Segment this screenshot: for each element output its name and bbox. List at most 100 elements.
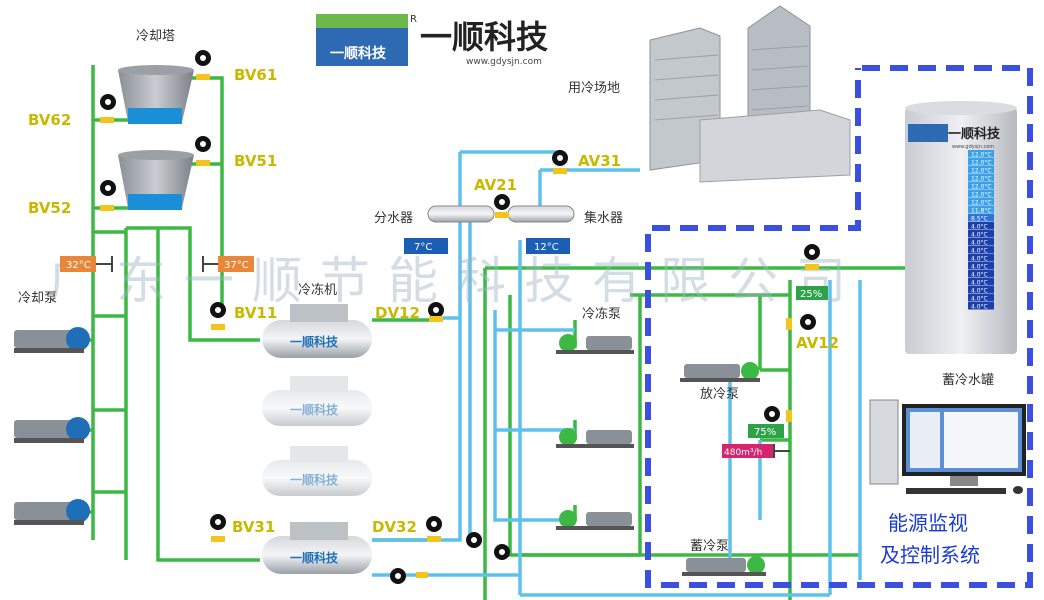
svg-text:www.gdysjn.com: www.gdysjn.com: [952, 144, 994, 150]
tank-layer: [968, 238, 994, 246]
valve-dv32-label: DV32: [372, 518, 417, 536]
brand-url: www.gdysjn.com: [466, 57, 542, 67]
svg-text:480m³/h: 480m³/h: [724, 448, 762, 458]
tank-layer: [968, 150, 994, 158]
collector-label: 集水器: [584, 210, 623, 226]
chiller-3: 一顺科技: [262, 446, 372, 496]
tank-layer: [968, 286, 994, 294]
return-temp-tag: 12°C: [526, 238, 570, 254]
tank-layer: [968, 166, 994, 174]
cooling-pump-1: [14, 327, 90, 353]
svg-text:7°C: 7°C: [414, 242, 432, 253]
logo-mark: 一顺科技: [330, 45, 387, 62]
storage-pump-label: 蓄冷泵: [690, 539, 729, 554]
valve-av31-label: AV31: [578, 152, 621, 170]
storage-tank-label: 蓄冷水罐: [942, 373, 994, 388]
brand-logo: 一顺科技: [316, 14, 408, 66]
cooling-temp-left-tag: 32°C: [60, 256, 96, 272]
valve-bv62[interactable]: [100, 94, 116, 123]
valve-bv11[interactable]: [210, 302, 226, 330]
tank-layer-temp: 8.5°C: [971, 216, 988, 223]
svg-text:75%: 75%: [754, 427, 776, 438]
chilled-pump-3: [556, 510, 634, 530]
valve-bv31-label: BV31: [232, 518, 275, 536]
chilled-pump-label: 冷冻泵: [582, 306, 621, 322]
tank-layer-temp: 4.0°C: [971, 280, 988, 287]
tank-layer-temp: 4.0°C: [971, 288, 988, 295]
valve-extra-1[interactable]: [466, 532, 482, 548]
tank-layer-temp: 12.0°C: [971, 200, 992, 207]
tank-layer-temp: 12.0°C: [971, 152, 992, 159]
cooling-tower-label: 冷却塔: [136, 29, 175, 44]
monitor-system-line2: 及控制系统: [880, 543, 980, 567]
tank-layer: [968, 198, 994, 206]
brand-name: 一顺科技: [420, 18, 548, 56]
tank-layer-temp: 4.0°C: [971, 240, 988, 247]
tank-layer: [968, 190, 994, 198]
chilled-pump-2: [556, 428, 634, 448]
valve-open-b-tag: 75%: [748, 424, 784, 438]
valve-av21[interactable]: [494, 194, 510, 218]
cooling-pump-2: [14, 417, 90, 443]
monitor-system-line1: 能源监视: [888, 511, 968, 535]
chilled-pump-1: [556, 334, 634, 354]
collector-header: [507, 205, 575, 223]
cooling-pump-label: 冷却泵: [18, 291, 57, 306]
cooling-tower-2: [118, 150, 194, 210]
chiller-1: 一顺科技: [262, 304, 372, 358]
tank-layer-temp: 4.0°C: [971, 272, 988, 279]
svg-text:一顺科技: 一顺科技: [290, 334, 339, 349]
valve-bv62-label: BV62: [28, 111, 71, 129]
valve-bv52[interactable]: [100, 180, 116, 211]
tank-layer-temp: 4.0°C: [971, 256, 988, 263]
tank-layer: [968, 230, 994, 238]
tank-layer-temp: 12.0°C: [971, 160, 992, 167]
storage-pump: [682, 556, 766, 576]
chiller-2: 一顺科技: [262, 376, 372, 426]
valve-av12-label: AV12: [796, 334, 839, 352]
valve-top-right[interactable]: [804, 244, 820, 270]
tank-layer: [968, 174, 994, 182]
cooling-temp-right-tag: 37°C: [218, 256, 254, 272]
valve-bv51-label: BV51: [234, 152, 277, 170]
valve-av31[interactable]: [552, 150, 568, 174]
tank-temperature-layers: 12.0°C12.0°C12.0°C12.0°C12.0°C12.0°C12.0…: [968, 150, 994, 311]
valve-extra-2[interactable]: [494, 544, 510, 560]
valve-mid-right[interactable]: [764, 406, 792, 422]
valve-bv61[interactable]: [195, 50, 211, 80]
tank-layer: [968, 182, 994, 190]
tank-layer: [968, 214, 994, 222]
supply-temp-tag: 7°C: [404, 238, 448, 254]
registered-mark: R: [410, 14, 417, 25]
flow-tag: 480m³/h: [722, 444, 774, 458]
tank-layer: [968, 270, 994, 278]
svg-text:一顺科技: 一顺科技: [290, 472, 339, 487]
valve-bv11-label: BV11: [234, 304, 277, 322]
valve-dv12[interactable]: [428, 302, 444, 322]
cooling-pump-3: [14, 499, 90, 525]
tank-layer-temp: 4.0°C: [971, 232, 988, 239]
valve-dv32[interactable]: [426, 516, 442, 542]
svg-text:一顺科技: 一顺科技: [290, 550, 339, 565]
svg-text:一顺科技: 一顺科技: [290, 402, 339, 417]
tank-layer-temp: 12.0°C: [971, 192, 992, 199]
svg-text:一顺科技: 一顺科技: [948, 126, 1001, 142]
valve-bv61-label: BV61: [234, 66, 277, 84]
valve-av21-label: AV21: [474, 176, 517, 194]
tank-layer-temp: 4.0°C: [971, 304, 988, 311]
valve-open-a-tag: 25%: [796, 286, 828, 300]
tank-layer-temp: 12.0°C: [971, 176, 992, 183]
control-computer: [869, 399, 1026, 494]
tank-layer: [968, 158, 994, 166]
tank-layer: [968, 222, 994, 230]
valve-extra-3[interactable]: [390, 568, 428, 584]
valve-bv31[interactable]: [210, 514, 226, 542]
valve-av12[interactable]: [786, 314, 816, 330]
valve-bv51[interactable]: [195, 136, 211, 166]
watermark-text: 广东一顺节能科技有限公司: [48, 252, 864, 310]
chiller-4: 一顺科技: [262, 522, 372, 574]
distributor-header: [427, 205, 495, 223]
tank-layer-temp: 11.8°C: [971, 208, 992, 215]
tank-layer-temp: 4.0°C: [971, 264, 988, 271]
tank-layer-temp: 12.0°C: [971, 168, 992, 175]
